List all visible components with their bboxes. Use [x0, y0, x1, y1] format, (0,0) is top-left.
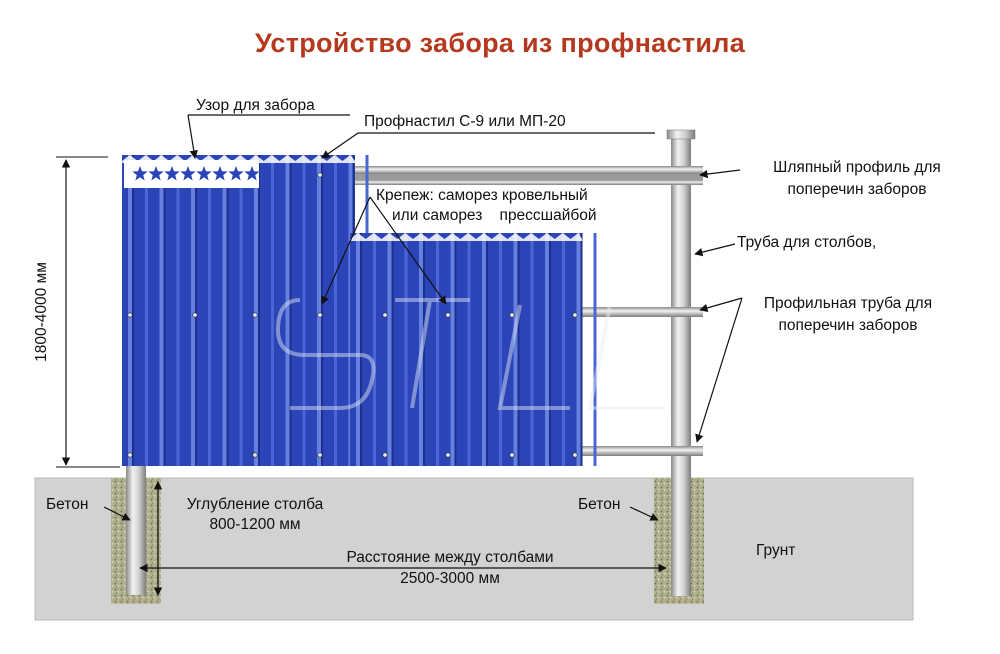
- screw-icon: [382, 312, 388, 318]
- right-post-cap: [666, 129, 696, 140]
- label-depth-2: 800-1200 мм: [209, 516, 301, 533]
- screw-icon: [509, 452, 515, 458]
- screw-icon: [317, 172, 323, 178]
- screw-icon: [572, 312, 578, 318]
- corrugated-sheets: [122, 155, 597, 466]
- label-hat-profile-1: Шляпный профиль для: [773, 159, 941, 176]
- profile-pipe-bottom: [575, 446, 703, 456]
- stl-logo-icon: [275, 298, 665, 410]
- star-pattern-icon: [124, 160, 260, 188]
- label-sheet: Профнастил С-9 или МП-20: [364, 113, 566, 130]
- screw-icon: [127, 312, 133, 318]
- label-spacing-1: Расстояние между столбами: [346, 549, 554, 566]
- screw-icon: [252, 452, 258, 458]
- profile-pipe-middle: [575, 307, 703, 317]
- sheet-tall-left: [122, 155, 369, 466]
- star-icon: [212, 166, 228, 181]
- screw-icon: [382, 452, 388, 458]
- star-icon: [228, 166, 244, 181]
- screw-icon: [317, 312, 323, 318]
- star-icon: [148, 166, 164, 181]
- label-hat-profile-2: поперечин заборов: [787, 181, 927, 198]
- star-icon: [180, 166, 196, 181]
- label-pattern: Узор для забора: [196, 97, 315, 114]
- label-fastener-2: или саморез прессшайбой: [392, 207, 597, 224]
- left-post: [126, 440, 146, 595]
- label-post-pipe: Труба для столбов,: [737, 234, 877, 251]
- label-profile-pipe-2: поперечин заборов: [778, 317, 918, 334]
- screw-icon: [317, 452, 323, 458]
- label-concrete-right: Бетон: [578, 496, 621, 513]
- screw-icon: [572, 452, 578, 458]
- leader-lines: [103, 114, 743, 521]
- label-soil: Грунт: [756, 542, 796, 559]
- star-icon: [132, 166, 148, 181]
- right-post: [671, 136, 691, 596]
- ground: [34, 477, 914, 621]
- star-icon: [196, 166, 212, 181]
- page-title: Устройство забора из профнастила: [254, 28, 746, 58]
- label-height: 1800-4000 мм: [33, 262, 50, 362]
- screw-icon: [127, 452, 133, 458]
- screw-icon: [252, 312, 258, 318]
- star-icon: [244, 166, 260, 181]
- sheet-low-right: [350, 233, 597, 466]
- screw-icon: [192, 312, 198, 318]
- screw-icon: [445, 452, 451, 458]
- hat-profile-rail: [346, 166, 703, 185]
- label-depth-1: Углубление столба: [186, 496, 324, 513]
- star-icon: [164, 166, 180, 181]
- screw-icon: [445, 312, 451, 318]
- label-spacing-2: 2500-3000 мм: [400, 570, 500, 587]
- label-fastener-1: Крепеж: саморез кровельный: [376, 187, 588, 204]
- label-profile-pipe-1: Профильная труба для: [763, 295, 933, 312]
- label-concrete-left: Бетон: [46, 496, 89, 513]
- screw-icon: [509, 312, 515, 318]
